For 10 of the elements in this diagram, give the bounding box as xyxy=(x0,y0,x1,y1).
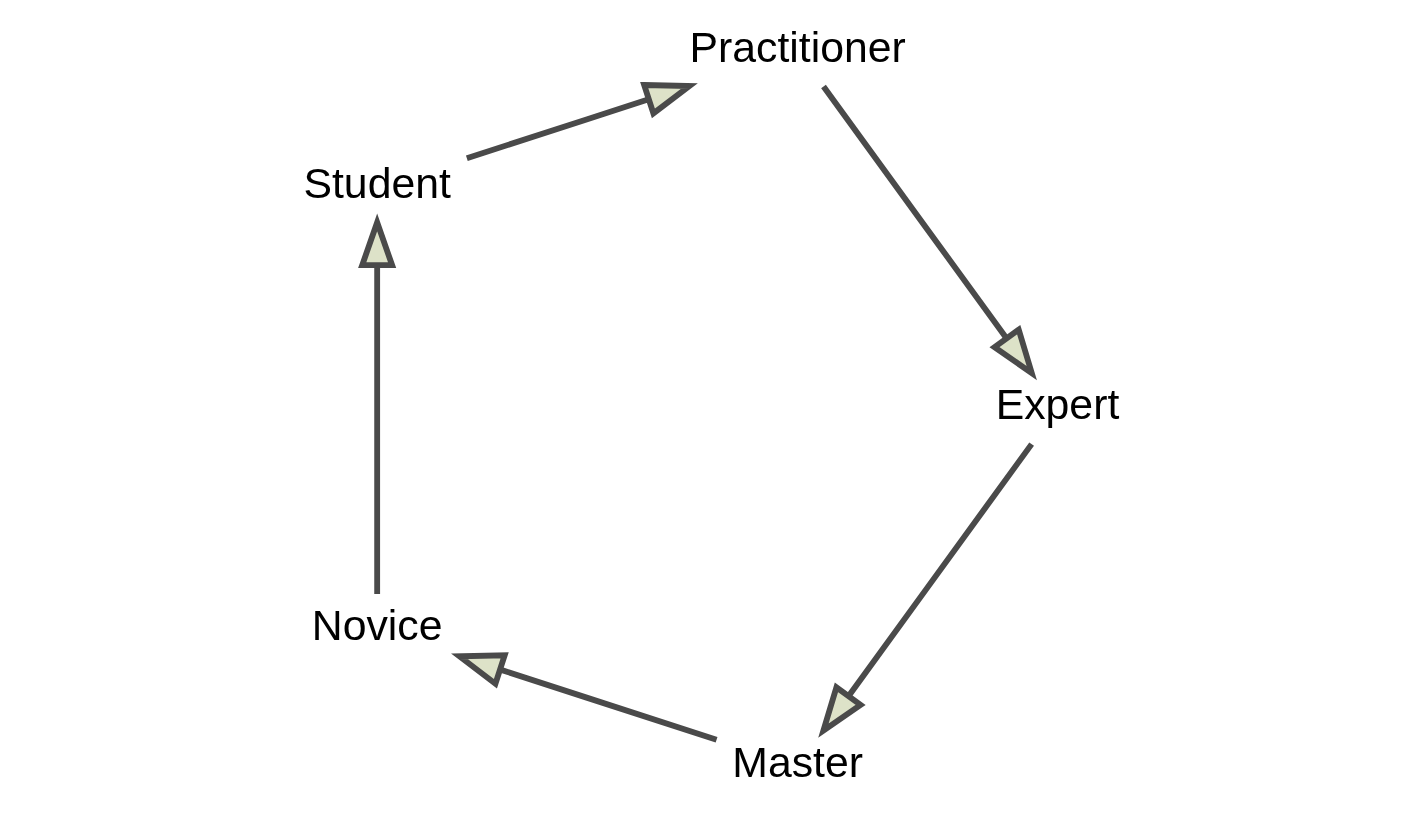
arrow xyxy=(357,213,396,595)
arrow xyxy=(820,84,1037,381)
arrow xyxy=(450,652,717,743)
node-text: Student xyxy=(302,159,451,208)
node-text: Practitioner xyxy=(689,22,906,71)
node-text: Expert xyxy=(995,380,1119,429)
arrow xyxy=(465,81,698,162)
node-text: Novice xyxy=(311,601,442,650)
arrow xyxy=(817,442,1034,738)
node-text: Master xyxy=(731,738,863,787)
